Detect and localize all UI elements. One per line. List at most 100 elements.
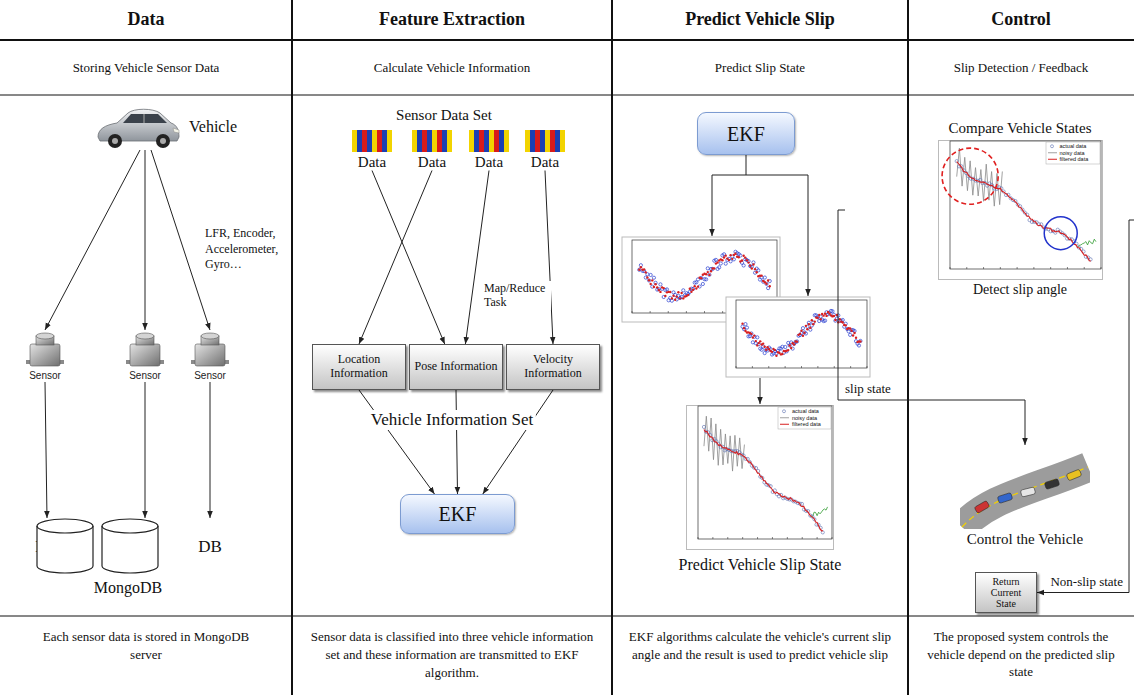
node-text: Pose Information <box>415 360 498 374</box>
connector-arrow <box>545 171 553 345</box>
data-point <box>857 344 860 347</box>
column-header: Predict Vehicle Slip <box>685 9 835 31</box>
road-car <box>997 493 1012 504</box>
sensor-cap-top <box>201 333 219 339</box>
data-point <box>708 273 711 276</box>
data-point <box>734 253 736 255</box>
data-point <box>765 282 767 284</box>
data-point <box>645 271 647 273</box>
data-point <box>741 259 743 261</box>
data-point <box>697 285 699 287</box>
axis-tick <box>722 311 723 313</box>
process-box: Return Current State <box>975 572 1037 613</box>
data-point <box>818 314 820 316</box>
node-text: Compare Vehicle States <box>845 120 1134 137</box>
connector-arrow <box>45 150 140 330</box>
data-point <box>689 288 691 290</box>
data-point <box>694 285 696 287</box>
data-point <box>852 334 854 336</box>
data-point <box>728 259 730 261</box>
node-text: Return Current State <box>980 576 1032 609</box>
node-text: Velocity Information <box>511 353 595 381</box>
data-point <box>834 319 836 321</box>
data-point <box>659 291 661 293</box>
data-point <box>762 342 764 344</box>
data-point <box>710 270 712 272</box>
cylinder-rim <box>37 526 93 533</box>
data-point <box>690 290 692 292</box>
data-point <box>859 340 861 342</box>
axis-tick <box>802 537 803 539</box>
node-text: Data <box>266 154 478 171</box>
legend-marker <box>1048 153 1057 154</box>
column-caption: Sensor data is classified into three veh… <box>302 628 602 683</box>
sensor-body <box>195 344 225 366</box>
node-text: Vehicle <box>189 118 237 150</box>
data-point <box>659 283 662 286</box>
wheel-hub <box>160 138 166 144</box>
data-point <box>756 344 758 346</box>
data-point <box>723 256 725 258</box>
data-point <box>731 258 733 260</box>
axis-tick <box>834 366 835 368</box>
axis-tick <box>1066 267 1067 269</box>
column-divider <box>611 0 613 695</box>
data-stripe <box>437 130 442 152</box>
data-point <box>769 285 771 287</box>
data-point <box>849 327 851 329</box>
data-point <box>807 321 810 324</box>
data-point <box>742 264 745 267</box>
comparison-plot: Compare Vehicle StatesDetect slip angle <box>845 120 1134 298</box>
axis-tick <box>736 366 737 368</box>
sensor-list-note: LFR, Encoder, Accelerometer, Gyro… <box>205 226 291 273</box>
data-point <box>741 322 743 324</box>
connector-arrow <box>456 390 458 494</box>
data-point <box>811 319 813 321</box>
data-point <box>706 267 709 270</box>
data-point <box>679 297 681 299</box>
data-point <box>800 330 802 332</box>
node-text: Predict Vehicle Slip State <box>575 556 945 574</box>
connector-arrow <box>483 390 553 494</box>
scatter-plot <box>726 297 870 377</box>
axis-tick <box>686 311 687 313</box>
data-point <box>825 315 827 317</box>
data-point <box>774 349 776 351</box>
data-point <box>763 346 765 348</box>
axis-tick <box>742 537 743 539</box>
legend-marker <box>1048 159 1057 160</box>
plot-frame <box>950 141 1101 269</box>
axis-tick <box>949 267 950 269</box>
data-point <box>705 278 708 281</box>
data-stripe <box>377 130 382 152</box>
data-stripe <box>494 130 499 152</box>
data-point <box>763 351 766 354</box>
data-point <box>796 340 798 342</box>
node-text: Sensor <box>102 370 318 382</box>
data-point <box>707 271 709 273</box>
data-point <box>654 283 656 285</box>
connector-arrow <box>359 390 435 494</box>
row-divider <box>0 616 1134 617</box>
data-point <box>724 262 727 265</box>
data-stripe <box>479 130 484 152</box>
data-point <box>671 297 673 299</box>
data-stripe <box>540 130 545 152</box>
data-point <box>744 323 747 326</box>
ekf-box: EKF <box>697 112 795 155</box>
data-point <box>828 312 830 314</box>
legend-box <box>778 407 831 429</box>
column-subheader: Storing Vehicle Sensor Data <box>73 60 220 76</box>
axis-tick <box>966 267 967 269</box>
data-point <box>845 324 847 326</box>
vehicle-node: Vehicle <box>95 104 237 150</box>
process-box: Location Information <box>312 344 406 390</box>
data-point <box>763 276 766 279</box>
data-point <box>682 297 684 299</box>
sensor-icon <box>190 330 230 370</box>
axis-tick <box>983 267 984 269</box>
data-point <box>824 313 826 315</box>
cylinder-rim <box>102 526 158 533</box>
column-header: Data <box>128 9 165 31</box>
plot-figure <box>938 141 1102 280</box>
